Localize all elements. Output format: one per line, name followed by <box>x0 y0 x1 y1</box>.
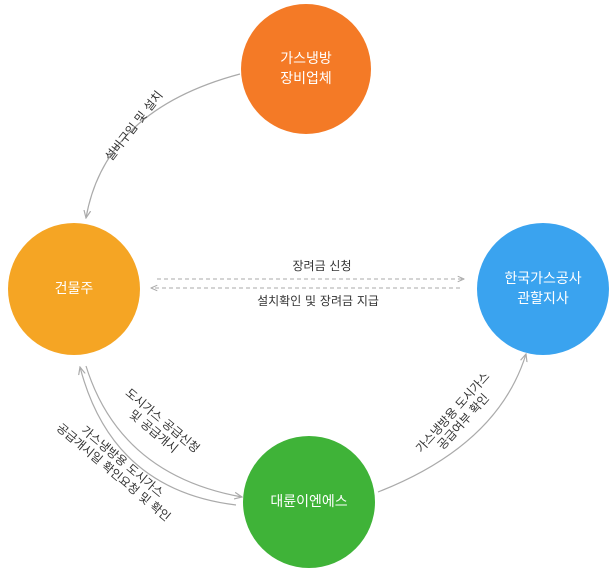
arrow-daeryun-to-owner <box>80 367 237 506</box>
node-supplier-line-2: 장비업체 <box>280 71 332 87</box>
node-daeryun-line-1: 대륜이엔에스 <box>270 494 348 510</box>
node-daeryun: 대륜이엔에스 <box>243 436 375 568</box>
node-supplier: 가스냉방 장비업체 <box>241 4 371 134</box>
node-owner-line-1: 건물주 <box>54 281 94 297</box>
arrow-supplier-to-owner <box>86 73 241 218</box>
edge-label-owner-to-kgs: 장려금 신청 <box>292 259 351 273</box>
edge-label-kgs-to-owner: 설치확인 및 장려금 지급 <box>257 294 379 308</box>
arrow-daeryun-to-kgs <box>377 354 526 493</box>
node-supplier-line-1: 가스냉방 <box>280 51 332 67</box>
node-owner: 건물주 <box>8 223 140 355</box>
node-kgs: 한국가스공사 관할지사 <box>477 223 609 355</box>
edge-label-kgs-to-owner-text: 설치확인 및 장려금 지급 <box>257 294 379 308</box>
edge-label-owner-to-kgs-text: 장려금 신청 <box>292 259 352 273</box>
arrow-owner-to-daeryun <box>85 365 242 497</box>
node-kgs-line-1: 한국가스공사 <box>504 271 582 287</box>
node-kgs-line-2: 관할지사 <box>517 291 569 307</box>
